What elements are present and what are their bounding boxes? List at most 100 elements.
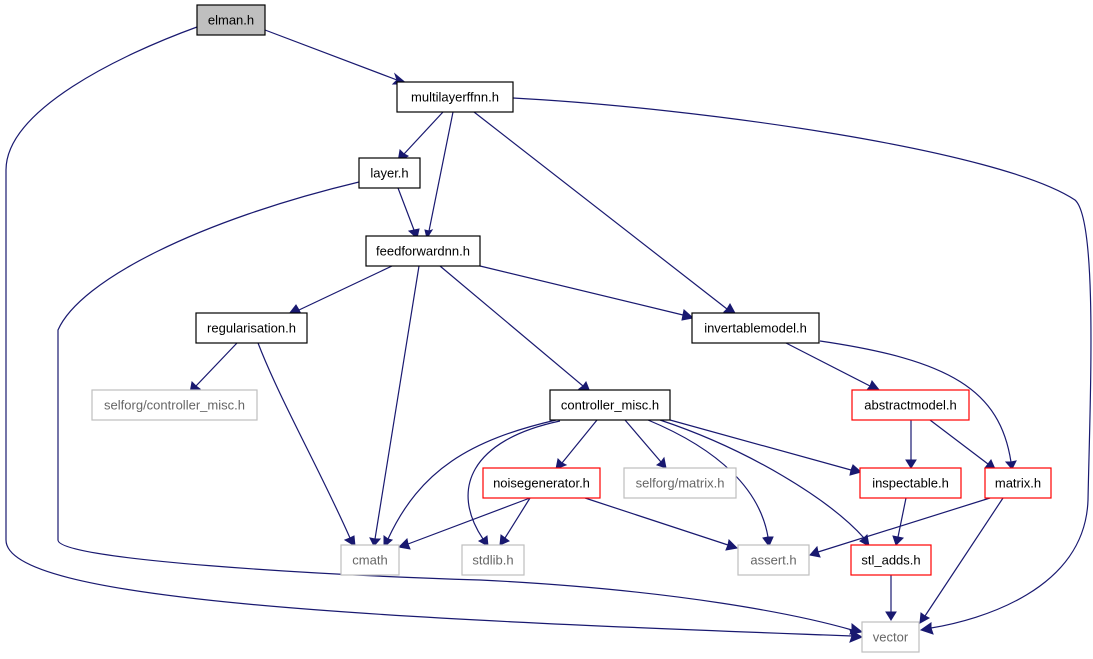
edge-matrix-to-assert xyxy=(809,497,991,558)
node-label: noisegenerator.h xyxy=(493,476,590,491)
edge-feedforwardnn-to-controller-misc xyxy=(439,265,591,393)
node-controller-misc[interactable]: controller_misc.h xyxy=(549,389,671,421)
arrowhead-icon xyxy=(681,309,695,321)
node-box xyxy=(365,235,481,267)
edge-line xyxy=(584,497,729,546)
edge-feedforwardnn-to-invertablemodel xyxy=(479,265,695,321)
edge-abstractmodel-to-inspectable xyxy=(905,420,917,469)
edge-line xyxy=(428,111,454,232)
node-inspectable[interactable]: inspectable.h xyxy=(859,467,962,499)
node-label: regularisation.h xyxy=(207,321,296,336)
node-matrix[interactable]: matrix.h xyxy=(984,467,1052,499)
node-sf-controller-misc[interactable]: selforg/controller_misc.h xyxy=(91,389,258,421)
node-assert[interactable]: assert.h xyxy=(737,544,810,576)
node-label: stl_adds.h xyxy=(861,553,920,568)
arrowhead-icon xyxy=(905,459,917,469)
edge-line xyxy=(374,265,420,540)
node-label: layer.h xyxy=(370,166,408,181)
edge-abstractmodel-to-matrix xyxy=(929,419,996,470)
node-cmath[interactable]: cmath xyxy=(340,544,400,576)
node-noisegenerator[interactable]: noisegenerator.h xyxy=(482,467,601,499)
node-box xyxy=(851,389,970,421)
node-box xyxy=(482,467,601,499)
edge-noisegenerator-to-stdlib xyxy=(499,497,531,546)
arrowhead-icon xyxy=(397,537,411,550)
edge-invertablemodel-to-abstractmodel xyxy=(785,342,882,392)
edge-line xyxy=(298,265,393,311)
node-label: controller_misc.h xyxy=(561,398,659,413)
arrowhead-icon xyxy=(892,535,905,546)
edge-line xyxy=(403,111,444,155)
node-label: vector xyxy=(873,630,909,645)
edge-multilayerffnn-to-feedforwardnn xyxy=(424,111,454,240)
node-label: selforg/matrix.h xyxy=(636,476,725,491)
node-label: abstractmodel.h xyxy=(864,398,957,413)
edge-line xyxy=(624,419,662,463)
node-vector[interactable]: vector xyxy=(861,621,920,653)
edge-line xyxy=(467,420,561,540)
node-label: cmath xyxy=(352,553,387,568)
node-stdlib[interactable]: stdlib.h xyxy=(461,544,525,576)
node-box xyxy=(358,157,421,189)
edge-multilayerffnn-to-invertablemodel xyxy=(473,111,737,316)
edge-line xyxy=(257,342,351,539)
edge-line xyxy=(407,497,531,545)
edge-stl-adds-to-vector xyxy=(885,575,897,621)
edge-line xyxy=(669,419,852,471)
node-box xyxy=(623,467,737,499)
node-box xyxy=(984,467,1052,499)
edge-multilayerffnn-to-vector xyxy=(512,97,1092,635)
node-sf-matrix[interactable]: selforg/matrix.h xyxy=(623,467,737,499)
node-label: selforg/controller_misc.h xyxy=(104,398,245,413)
edge-line xyxy=(924,497,1004,617)
arrowhead-icon xyxy=(809,545,821,558)
edge-line xyxy=(479,265,684,316)
edge-line xyxy=(819,340,1012,463)
edge-line xyxy=(817,497,991,553)
arrowhead-icon xyxy=(885,611,897,621)
node-label: assert.h xyxy=(750,553,796,568)
node-label: elman.h xyxy=(208,13,254,28)
node-box xyxy=(861,621,920,653)
node-label: feedforwardnn.h xyxy=(376,244,470,259)
edge-noisegenerator-to-assert xyxy=(584,497,739,551)
edge-regularisation-to-sf-controller-misc xyxy=(189,342,238,394)
node-box xyxy=(195,312,308,344)
edge-line xyxy=(387,419,557,540)
node-stl-adds[interactable]: stl_adds.h xyxy=(850,544,932,576)
node-box xyxy=(196,4,266,36)
edge-feedforwardnn-to-regularisation xyxy=(287,265,393,315)
node-multilayerffnn[interactable]: multilayerffnn.h xyxy=(396,81,514,113)
edge-line xyxy=(897,497,907,538)
edge-controller-misc-to-sf-matrix xyxy=(624,419,667,469)
node-layer[interactable]: layer.h xyxy=(358,157,421,189)
node-box xyxy=(396,81,514,113)
edge-line xyxy=(512,97,1092,629)
edges-layer xyxy=(5,26,1092,643)
node-elman[interactable]: elman.h xyxy=(196,4,266,36)
node-label: inspectable.h xyxy=(872,476,949,491)
node-box xyxy=(340,544,400,576)
node-box xyxy=(691,312,820,344)
arrowhead-icon xyxy=(849,464,863,476)
edge-line xyxy=(5,26,853,637)
edge-matrix-to-vector xyxy=(919,497,1004,624)
node-label: matrix.h xyxy=(995,476,1041,491)
node-box xyxy=(461,544,525,576)
edge-noisegenerator-to-cmath xyxy=(397,497,531,550)
edge-line xyxy=(504,497,531,539)
node-box xyxy=(91,389,258,421)
node-regularisation[interactable]: regularisation.h xyxy=(195,312,308,344)
node-box xyxy=(859,467,962,499)
node-abstractmodel[interactable]: abstractmodel.h xyxy=(851,389,970,421)
node-label: multilayerffnn.h xyxy=(411,90,499,105)
node-feedforwardnn[interactable]: feedforwardnn.h xyxy=(365,235,481,267)
node-box xyxy=(737,544,810,576)
nodes-layer: elman.h multilayerffnn.h layer.h feedforwar… xyxy=(91,4,1052,653)
edge-layer-to-feedforwardnn xyxy=(397,187,420,239)
edge-elman-to-multilayerffnn xyxy=(264,29,409,85)
arrowhead-icon xyxy=(849,622,864,635)
node-invertablemodel[interactable]: invertablemodel.h xyxy=(691,312,820,344)
edge-line xyxy=(57,181,853,631)
